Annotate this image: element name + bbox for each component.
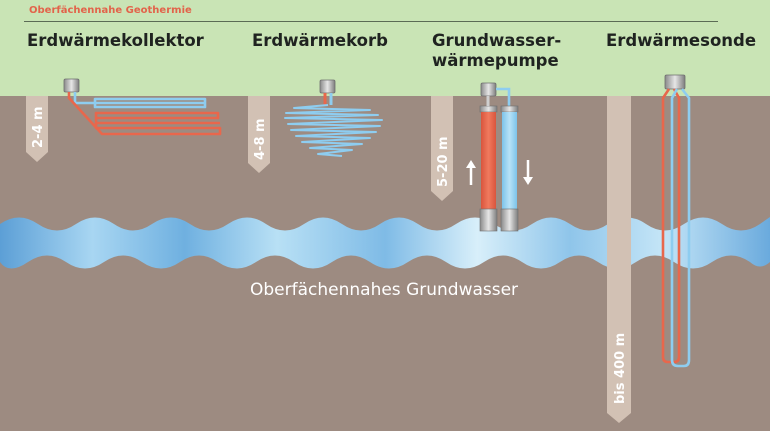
depth-marker-korb (248, 96, 270, 173)
surface-area (0, 0, 770, 96)
depth-marker-grundwasser (431, 96, 453, 201)
arrow-down-icon (523, 160, 533, 185)
title-divider (24, 21, 718, 22)
depth-marker-sonde (607, 96, 631, 423)
depth-label-kollektor: 2-4 m (31, 106, 46, 148)
pumpe-cold-top-fitting (500, 105, 519, 113)
kollektor-illustration (63, 78, 222, 136)
depth-label-sonde: bis 400 m (613, 333, 628, 404)
heading-line-2: wärmepumpe (432, 51, 559, 70)
pumpe-cold-screen (500, 208, 519, 232)
arrow-up-icon (466, 160, 476, 185)
kollektor-warm-pipe (67, 92, 222, 136)
pumpe-warm-top-fitting (479, 105, 498, 113)
pumpe-cold-tube (502, 112, 517, 209)
heading-grundwasserwaermepumpe: Grundwasser- wärmepumpe (432, 31, 561, 71)
depth-label-korb: 4-8 m (253, 118, 268, 160)
groundwater-label: Oberfächennahes Grundwasser (250, 280, 519, 300)
depth-marker-kollektor (26, 96, 48, 162)
kollektor-cold-pipe (73, 92, 207, 109)
groundwater-band (0, 217, 770, 269)
pumpe-connector (496, 87, 511, 108)
korb-illustration (284, 79, 383, 157)
kollektor-unit (63, 78, 80, 93)
pumpe-illustration (466, 82, 533, 232)
pumpe-warm-tube (481, 112, 496, 209)
heading-erdwaermesonde: Erdwärmesonde (606, 31, 757, 50)
diagram-title: Oberfächennahe Geothermie (29, 5, 192, 16)
heading-erdwaermekollektor: Erdwärmekollektor (27, 31, 204, 50)
korb-unit (319, 79, 336, 94)
korb-spiral (284, 104, 383, 157)
heading-erdwaermekorb: Erdwärmekorb (252, 31, 388, 50)
sonde-illustration (661, 74, 691, 368)
sonde-cold-loop (670, 88, 691, 368)
pumpe-warm-cap (480, 82, 497, 97)
heading-line-1: Grundwasser- (432, 31, 562, 50)
pumpe-warm-screen (479, 208, 498, 232)
depth-label-grundwasser: 5-20 m (436, 136, 451, 187)
sonde-unit (664, 74, 686, 90)
